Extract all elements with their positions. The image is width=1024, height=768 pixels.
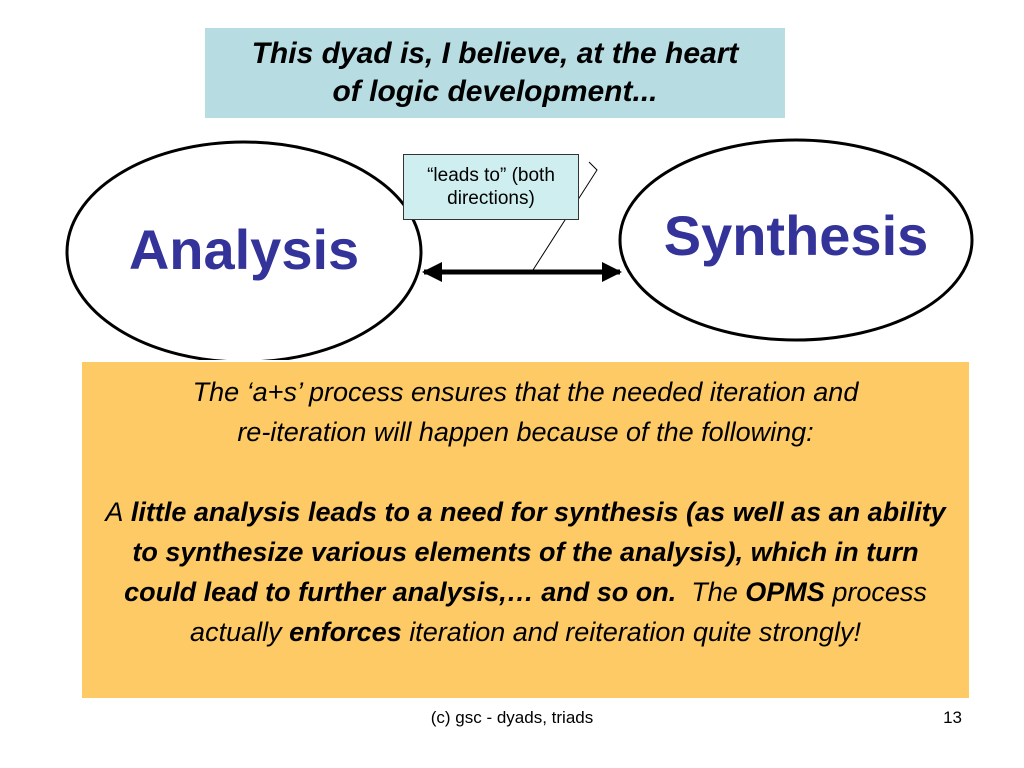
page-number: 13 [943, 708, 962, 727]
para2: A little analysis leads to a need for sy… [100, 492, 951, 652]
leads-to-callout: “leads to” (both directions) [403, 154, 579, 220]
title-line-1: This dyad is, I believe, at the heart [251, 37, 739, 70]
para1: The ‘a+s’ process ensures that the neede… [100, 372, 951, 452]
para2-enforces: enforces [289, 617, 402, 647]
explanation-box: The ‘a+s’ process ensures that the neede… [82, 362, 969, 698]
footer-text: (c) gsc - dyads, triads [430, 708, 594, 727]
callout-line-1: “leads to” (both [427, 165, 555, 186]
callout-pointer [532, 161, 598, 271]
para2-a: A [105, 497, 124, 527]
para1-line-1: The ‘a+s’ process ensures that the neede… [192, 377, 859, 407]
dyad-diagram [65, 138, 974, 360]
synthesis-label: Synthesis [663, 204, 929, 267]
para2-end: iteration and reiteration quite strongly… [409, 617, 861, 647]
analysis-oval [65, 140, 423, 360]
slide-title: This dyad is, I believe, at the heart of… [205, 28, 785, 118]
para2-opms: OPMS [745, 577, 825, 607]
para2-process: process actually [190, 577, 927, 647]
callout-line-2: directions) [447, 188, 535, 209]
para2-the: The [691, 577, 738, 607]
para2-bold-text: little analysis leads to a need for synt… [124, 497, 946, 607]
title-line-2: of logic development... [332, 75, 658, 108]
paragraph-gap [100, 452, 951, 492]
synthesis-oval [618, 138, 974, 342]
para1-line-2: re-iteration will happen because of the … [237, 417, 814, 447]
analysis-label: Analysis [128, 218, 360, 281]
